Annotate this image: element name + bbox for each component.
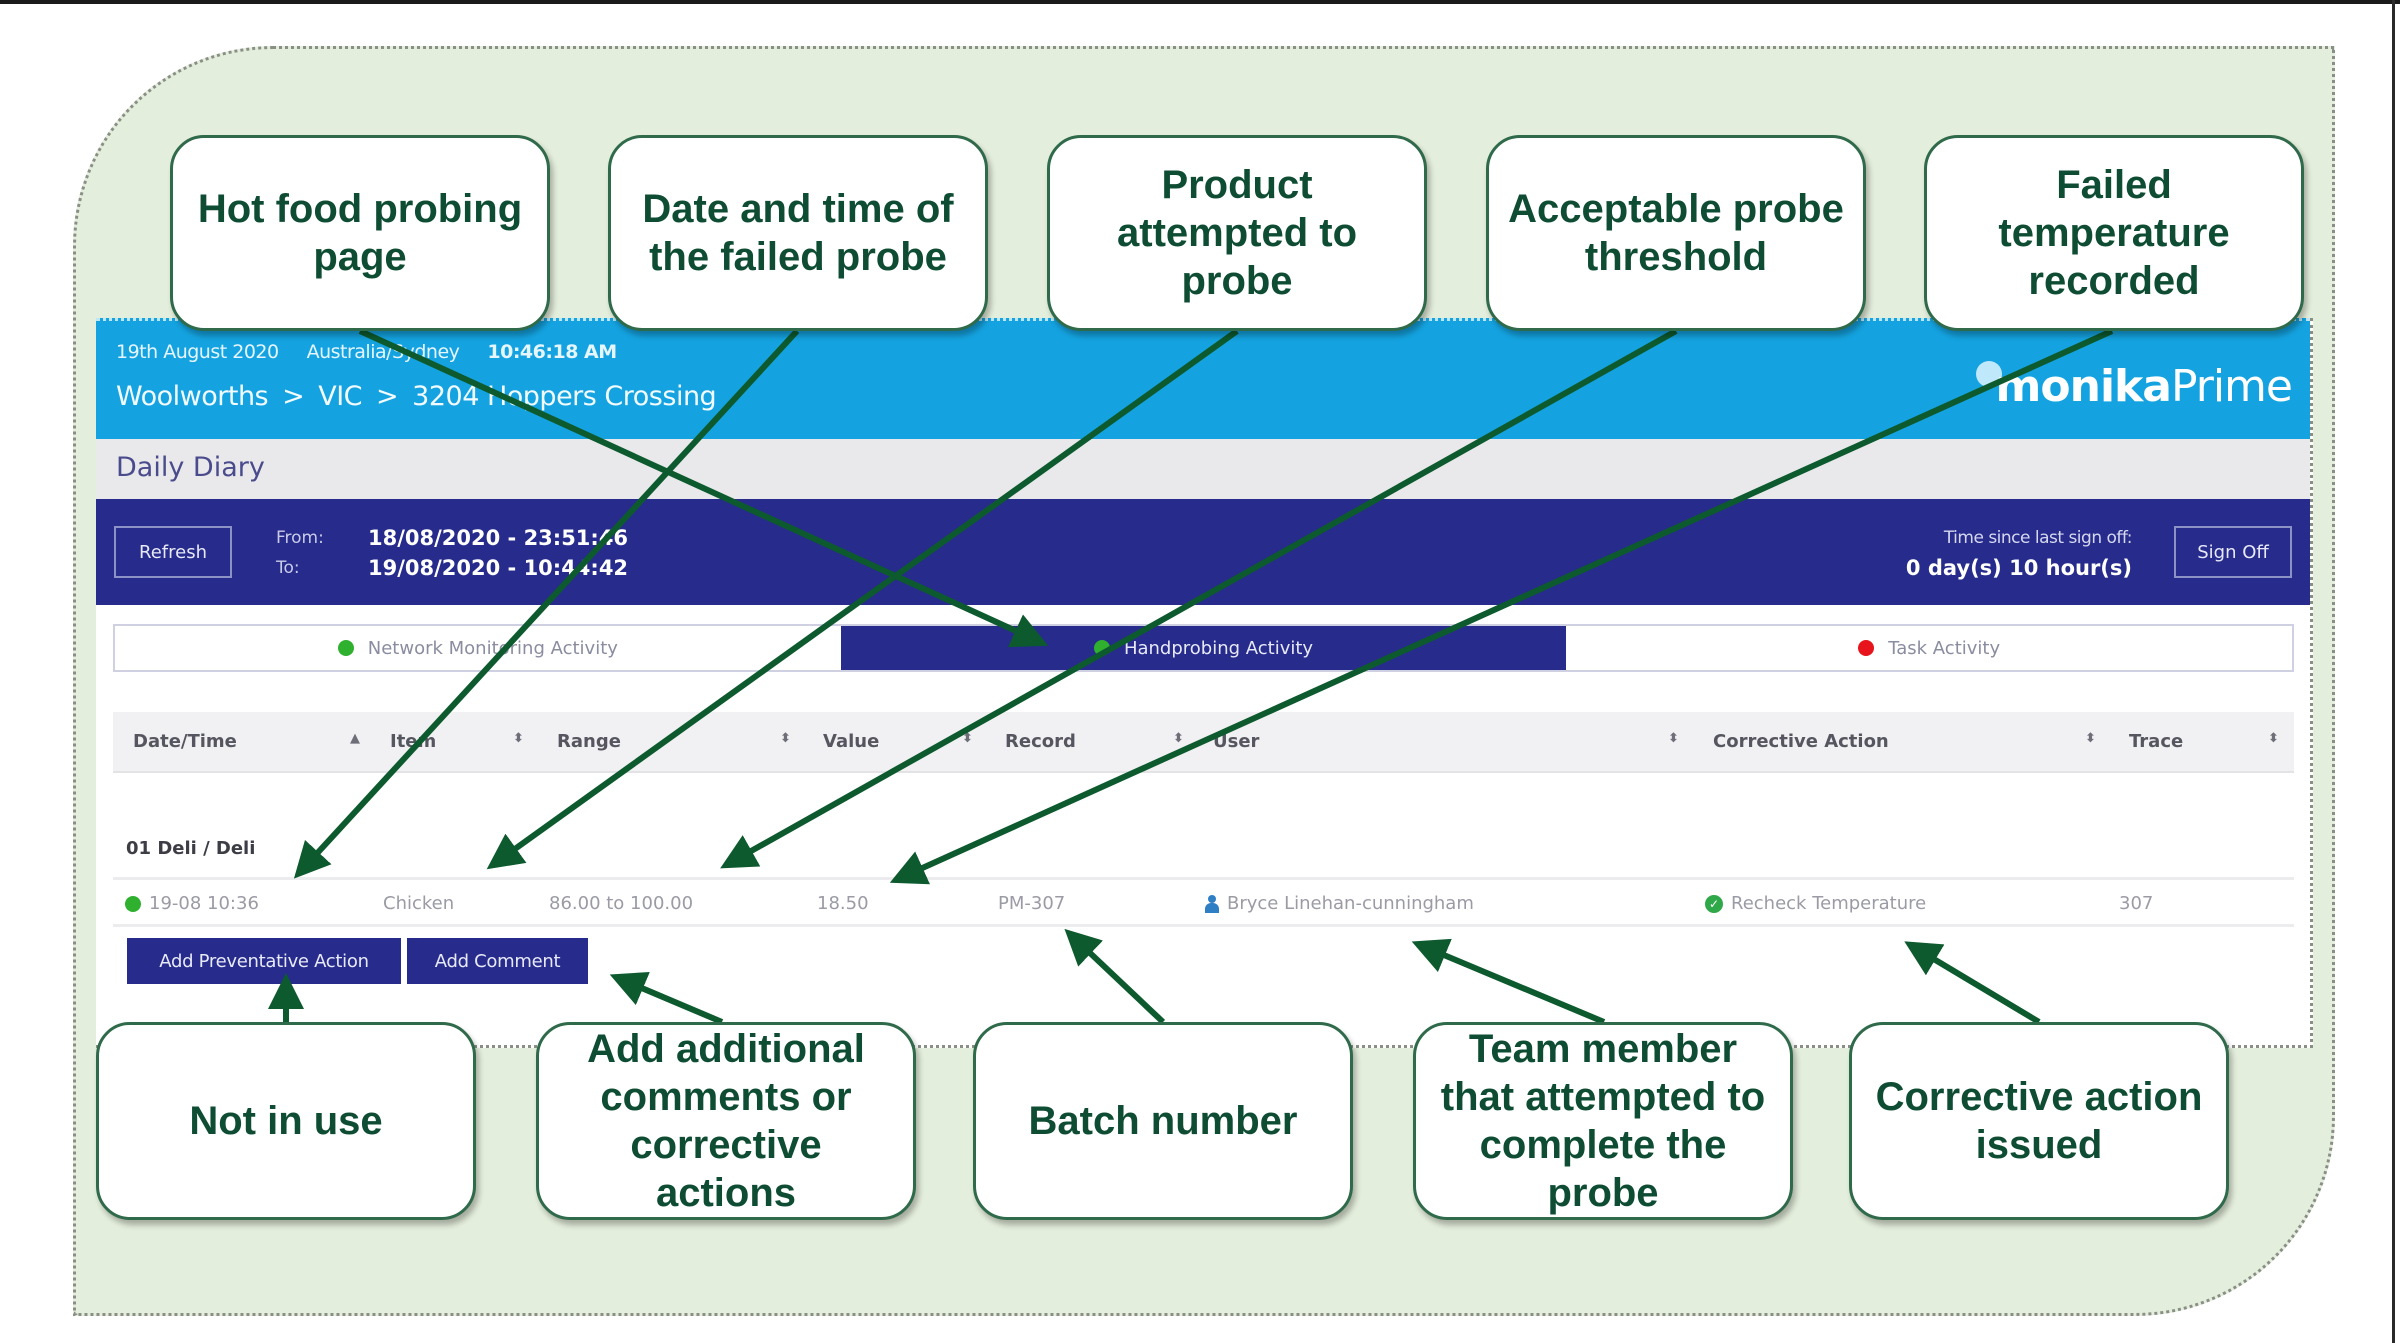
refresh-button[interactable]: Refresh	[114, 526, 232, 578]
from-label: From:	[276, 528, 324, 548]
toolbar: Refresh From: 18/08/2020 - 23:51:46 To: …	[96, 499, 2310, 605]
header-time: 10:46:18 AM	[487, 341, 617, 363]
callout-team-member: Team member that attempted to complete t…	[1413, 1022, 1793, 1220]
tab-label: Network Monitoring Activity	[367, 637, 618, 659]
group-label: 01 Deli / Deli	[126, 838, 256, 859]
add-comment-button[interactable]: Add Comment	[407, 938, 588, 984]
add-preventative-action-button[interactable]: Add Preventative Action	[127, 938, 401, 984]
tab-task-activity[interactable]: Task Activity	[1566, 626, 2292, 670]
column-header-datetime[interactable]: Date/Time	[133, 731, 237, 752]
page-title: Daily Diary	[116, 452, 265, 483]
callout-product: Product attempted to probe	[1047, 135, 1427, 331]
callout-hot-food-page: Hot food probing page	[170, 135, 550, 331]
sort-asc-icon[interactable]: ▲	[350, 731, 360, 746]
callout-failed-temp: Failed temperature recorded	[1924, 135, 2304, 331]
column-header-item[interactable]: Item	[390, 731, 437, 752]
from-value: 18/08/2020 - 23:51:46	[368, 526, 629, 550]
sort-icon[interactable]: ⬍	[962, 731, 973, 746]
callout-threshold: Acceptable probe threshold	[1486, 135, 1866, 331]
sort-icon[interactable]: ⬍	[2268, 731, 2279, 746]
status-dot-icon	[337, 640, 354, 656]
to-value: 19/08/2020 - 10:44:42	[368, 556, 629, 580]
tab-handprobing[interactable]: Handprobing Activity	[840, 626, 1567, 670]
tab-label: Handprobing Activity	[1123, 637, 1314, 659]
cell-item: Chicken	[383, 893, 455, 914]
header-timezone: Australia/Sydney	[306, 341, 460, 363]
cell-value: 18.50	[817, 893, 869, 914]
sign-off-button[interactable]: Sign Off	[2174, 526, 2292, 578]
sort-icon[interactable]: ⬍	[1173, 731, 1184, 746]
header-date: 19th August 2020	[116, 341, 279, 363]
right-border	[2392, 0, 2395, 1343]
cell-corrective-action: ✓ Recheck Temperature	[1705, 893, 1926, 914]
callout-add-comments: Add additional comments or corrective ac…	[536, 1022, 916, 1220]
breadcrumb-org[interactable]: Woolworths	[116, 381, 269, 412]
logo-bold: monika	[1995, 361, 2172, 412]
sort-icon[interactable]: ⬍	[2085, 731, 2096, 746]
tab-label: Task Activity	[1888, 637, 2001, 659]
table-header: Date/Time ▲ Item ⬍ Range ⬍ Value ⬍ Recor…	[113, 712, 2294, 773]
breadcrumb-store[interactable]: 3204 Hoppers Crossing	[412, 381, 717, 412]
user-name: Bryce Linehan-cunningham	[1227, 893, 1474, 914]
callout-batch-number: Batch number	[973, 1022, 1353, 1220]
column-header-record[interactable]: Record	[1005, 731, 1076, 752]
date-range: From: 18/08/2020 - 23:51:46 To: 19/08/20…	[276, 523, 628, 583]
time-since-signoff: Time since last sign off: 0 day(s) 10 ho…	[1905, 523, 2133, 583]
sort-icon[interactable]: ⬍	[513, 731, 524, 746]
callout-corrective-action: Corrective action issued	[1849, 1022, 2229, 1220]
datetime-value: 19-08 10:36	[149, 893, 259, 914]
activity-tabs: Network Monitoring Activity Handprobing …	[113, 624, 2294, 672]
breadcrumb: Woolworths > VIC > 3204 Hoppers Crossing	[116, 381, 717, 412]
cell-datetime: 19-08 10:36	[125, 893, 259, 914]
app-header: 19th August 2020 Australia/Sydney 10:46:…	[96, 318, 2310, 439]
corrective-action-text: Recheck Temperature	[1731, 893, 1927, 914]
header-meta: 19th August 2020 Australia/Sydney 10:46:…	[116, 341, 617, 363]
cell-user: Bryce Linehan-cunningham	[1205, 893, 1474, 914]
cell-range: 86.00 to 100.00	[549, 893, 694, 914]
column-header-user[interactable]: User	[1213, 731, 1260, 752]
callout-not-in-use: Not in use	[96, 1022, 476, 1220]
column-header-range[interactable]: Range	[557, 731, 621, 752]
tab-network-monitoring[interactable]: Network Monitoring Activity	[115, 626, 841, 670]
status-dot-icon	[125, 895, 141, 912]
status-dot-icon	[1858, 640, 1875, 656]
status-dot-icon	[1093, 640, 1110, 656]
column-header-corrective-action[interactable]: Corrective Action	[1713, 731, 1889, 752]
top-border	[0, 0, 2400, 4]
table-row[interactable]: 19-08 10:36 Chicken 86.00 to 100.00 18.5…	[113, 877, 2294, 927]
monikaprime-logo: monika Prime	[1975, 360, 2293, 412]
cell-record: PM-307	[998, 893, 1066, 914]
app-screenshot: 19th August 2020 Australia/Sydney 10:46:…	[96, 318, 2313, 1048]
breadcrumb-separator: >	[376, 381, 399, 412]
column-header-value[interactable]: Value	[823, 731, 880, 752]
breadcrumb-state[interactable]: VIC	[318, 381, 363, 412]
sort-icon[interactable]: ⬍	[1668, 731, 1679, 746]
to-label: To:	[276, 558, 300, 578]
breadcrumb-separator: >	[282, 381, 305, 412]
since-label: Time since last sign off:	[1943, 528, 2133, 548]
check-circle-icon: ✓	[1705, 894, 1723, 913]
callout-date-time: Date and time of the failed probe	[608, 135, 988, 331]
user-icon	[1205, 894, 1219, 913]
cell-trace: 307	[2119, 893, 2154, 914]
logo-light: Prime	[2170, 361, 2293, 412]
page-title-bar: Daily Diary	[96, 439, 2310, 499]
since-value: 0 day(s) 10 hour(s)	[1905, 556, 2132, 580]
sort-icon[interactable]: ⬍	[780, 731, 791, 746]
column-header-trace[interactable]: Trace	[2129, 731, 2184, 752]
